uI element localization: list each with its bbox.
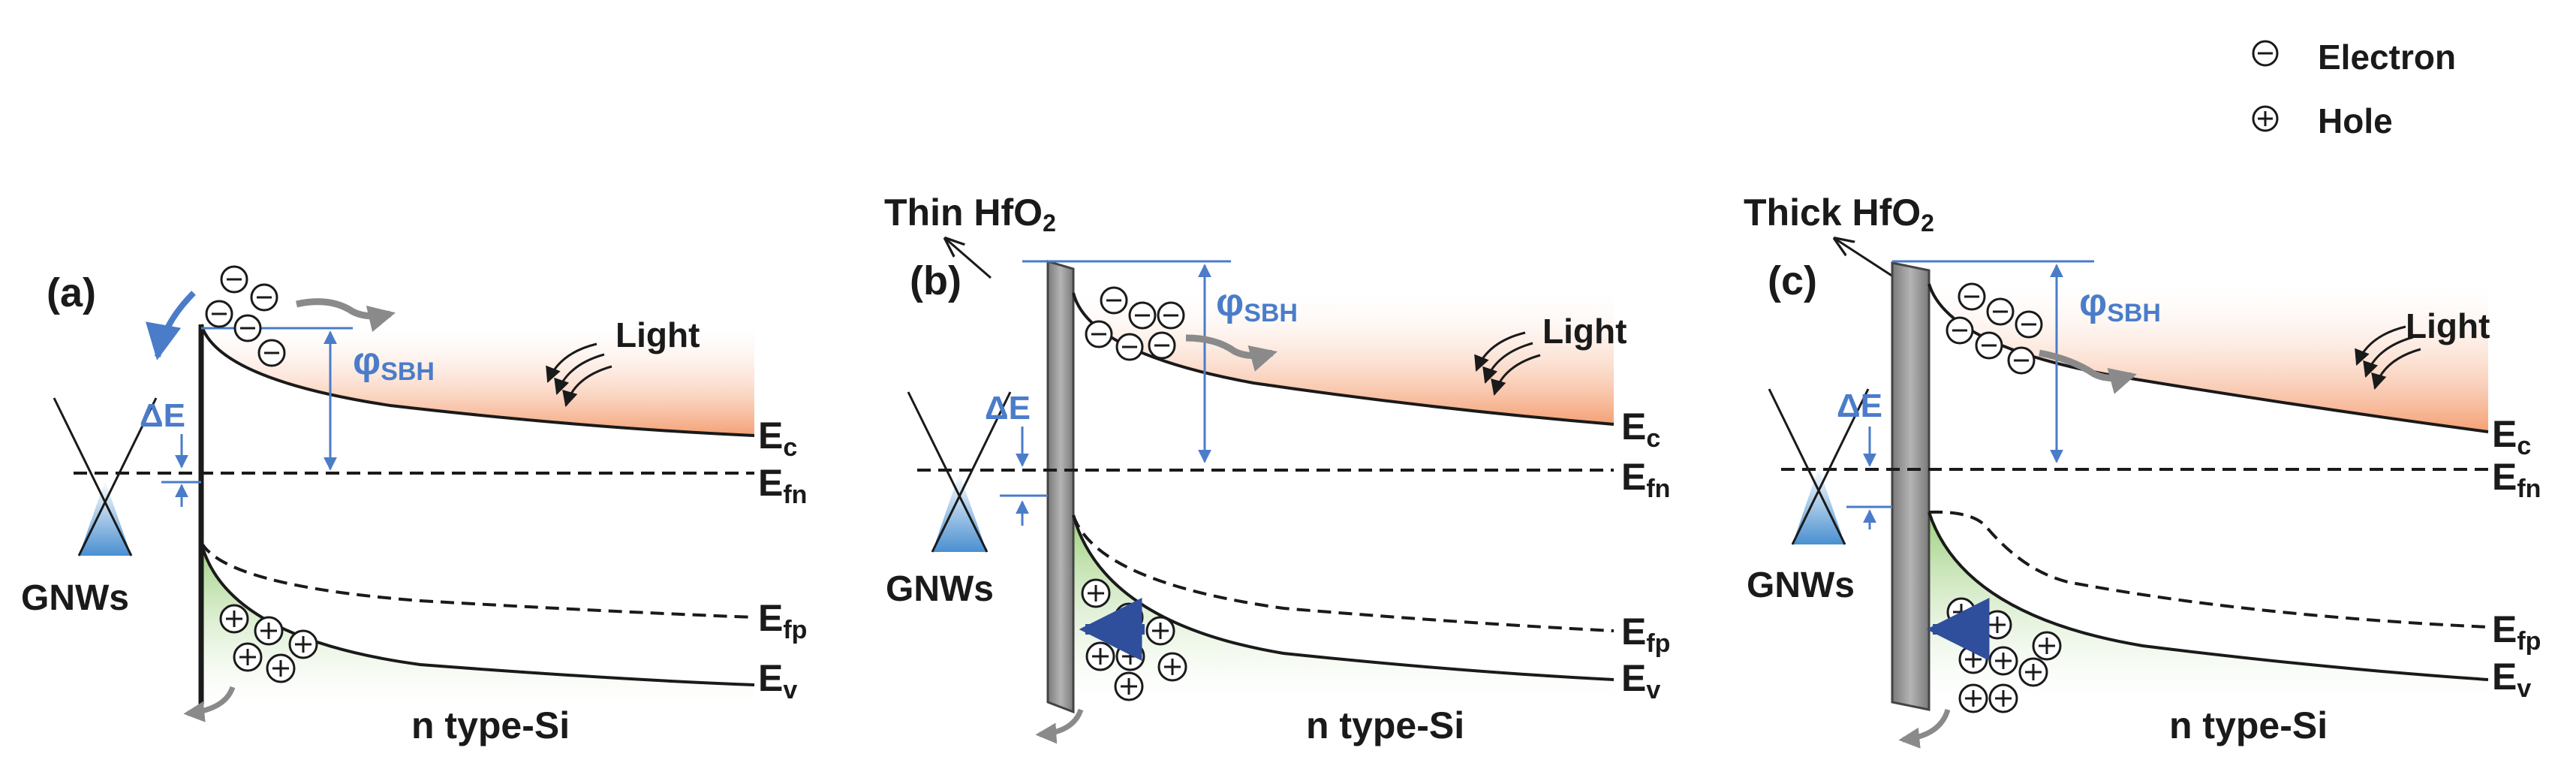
oxide-layer <box>1046 259 1075 714</box>
hole-transfer-arrow <box>183 686 236 722</box>
panel-b: (b) Thin HfO2 φSBH GNWs ΔE <box>884 191 1670 746</box>
electron-transfer-arrow <box>1185 334 1277 372</box>
efp-label: Efp <box>1621 611 1670 658</box>
panel-c: (c) Thick HfO2 φSBH GNWs ΔE <box>1744 191 2541 749</box>
valence-band-region <box>201 542 754 704</box>
quasi-fermi-level-p <box>200 541 755 619</box>
gnw-label: GNWs <box>886 569 994 609</box>
ev-label: Ev <box>2492 656 2531 703</box>
phi-sbh-label: φSBH <box>1216 281 1298 327</box>
conduction-band-region <box>1929 284 2488 432</box>
ec-label: Ec <box>758 415 797 462</box>
oxide-layer <box>1891 261 1930 711</box>
efn-label: Efn <box>1621 456 1670 503</box>
substrate-label: n type-Si <box>411 704 570 746</box>
oxide-pointer-arrow <box>1835 239 1896 279</box>
ec-label: Ec <box>1621 406 1660 453</box>
phi-sbh-label: φSBH <box>2079 281 2161 327</box>
ec-label: Ec <box>2492 413 2531 460</box>
panel-tag: (c) <box>1768 258 1817 303</box>
electron-transfer-arrow <box>296 298 396 333</box>
graphene-dirac-cone <box>53 397 158 556</box>
panel-a: (a) φSBH GNWs ΔE <box>21 265 807 746</box>
efp-label: Efp <box>2492 608 2541 656</box>
oxide-label: Thin HfO2 <box>884 191 1056 237</box>
substrate-label: n type-Si <box>1306 704 1464 746</box>
electron-cluster <box>1085 286 1185 361</box>
oxide-pointer-arrow <box>946 239 992 279</box>
panel-tag: (a) <box>47 270 96 315</box>
legend-hole-label: Hole <box>2318 101 2393 140</box>
oxide-label: Thick HfO2 <box>1744 191 1934 237</box>
light-rays <box>1474 331 1541 397</box>
valence-band-region <box>1073 515 1614 698</box>
valence-band-curve <box>1927 511 2489 681</box>
hole-transfer-arrow <box>1035 708 1084 744</box>
delta-e-label: ΔE <box>140 397 185 434</box>
efn-label: Efn <box>2492 456 2541 503</box>
conduction-band-curve <box>200 324 755 437</box>
legend: Electron Hole <box>2252 38 2456 140</box>
light-label: Light <box>615 315 700 354</box>
conduction-band-region <box>201 324 754 436</box>
hole-transfer-arrow <box>1898 708 1951 749</box>
delta-e-label: ΔE <box>1837 388 1882 424</box>
quasi-fermi-level-p <box>1928 510 2489 629</box>
legend-electron-label: Electron <box>2318 38 2456 77</box>
hole-legend-icon <box>2252 105 2279 132</box>
gnw-label: GNWs <box>21 578 129 618</box>
ev-label: Ev <box>1621 657 1660 704</box>
light-rays <box>546 342 612 408</box>
light-rays <box>2355 325 2421 391</box>
ev-label: Ev <box>758 657 797 704</box>
gnw-label: GNWs <box>1747 565 1855 605</box>
electron-cluster <box>205 265 286 367</box>
phi-sbh-label: φSBH <box>353 339 435 386</box>
light-label: Light <box>1542 312 1627 351</box>
substrate-label: n type-Si <box>2169 704 2328 746</box>
valence-band-curve <box>1072 514 1615 681</box>
electron-transfer-arrow <box>2039 349 2137 394</box>
delta-e-label: ΔE <box>985 390 1031 427</box>
electron-flow-arrow <box>145 291 196 360</box>
panel-tag: (b) <box>910 258 961 303</box>
valence-band-curve <box>200 541 755 686</box>
graphene-dirac-cone <box>907 391 1012 553</box>
hole-cluster <box>219 604 318 683</box>
light-label: Light <box>2406 306 2490 345</box>
efp-label: Efp <box>758 597 807 644</box>
quasi-fermi-level-p <box>1072 514 1615 632</box>
valence-band-region <box>1929 512 2488 698</box>
electron-legend-icon <box>2252 40 2279 67</box>
electron-cluster <box>1946 282 2043 375</box>
graphene-dirac-cone <box>1768 388 1870 545</box>
efn-label: Efn <box>758 462 807 509</box>
